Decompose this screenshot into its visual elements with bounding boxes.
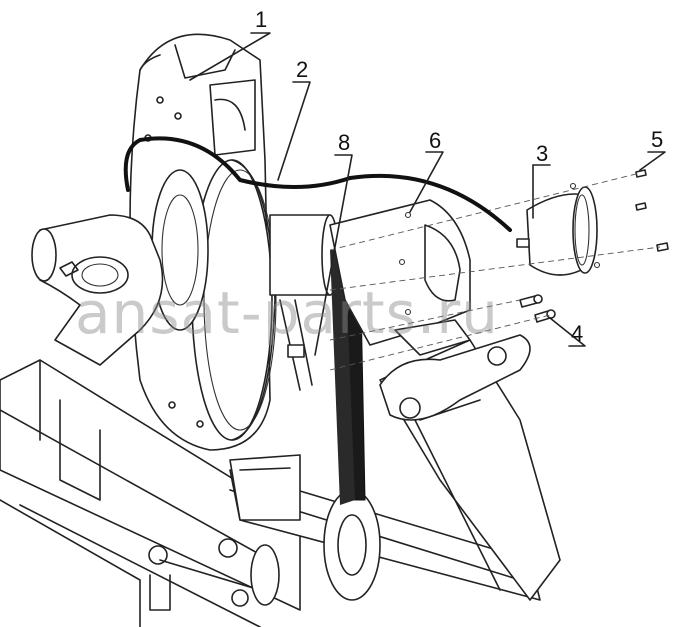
machine-frame	[0, 334, 561, 627]
callout-leaders	[189, 32, 666, 356]
callout-2: 2	[296, 57, 308, 82]
bearing-cap	[516, 182, 601, 276]
fasteners	[519, 169, 669, 323]
callout-1: 1	[255, 7, 267, 32]
mount-plate	[329, 199, 471, 356]
callout-3: 3	[536, 141, 548, 166]
inlet-pipe	[31, 214, 164, 366]
callout-4: 4	[571, 321, 583, 346]
cable	[123, 136, 512, 232]
callout-5: 5	[651, 127, 663, 152]
callout-6: 6	[429, 128, 441, 153]
callout-8: 8	[338, 130, 350, 155]
watermark: ansat-parts.ru	[75, 279, 499, 347]
disc	[191, 159, 277, 441]
explosion-lines	[329, 172, 661, 371]
